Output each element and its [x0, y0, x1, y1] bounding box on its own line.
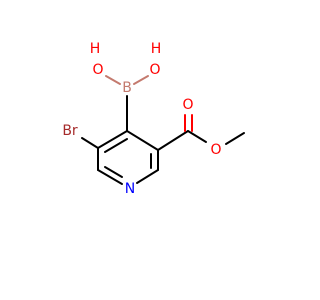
atom-boron: B	[122, 80, 132, 96]
bond-b-o-right	[133, 75, 149, 85]
bond-c6-carbonyl-c	[157, 130, 189, 151]
bond-carbonyl-c-o-single	[187, 130, 207, 143]
atom-bromine: Br	[62, 123, 78, 139]
bond-c4-c3-inner	[104, 138, 128, 153]
molecule-canvas: B H O H O Br N O O	[62, 41, 245, 197]
atom-ester-oxygen: O	[210, 142, 221, 158]
atom-labels: B H O H O Br N O O	[62, 41, 221, 197]
atom-carbonyl-oxygen: O	[182, 97, 193, 113]
bond-c2-n-inner	[104, 166, 123, 178]
atom-hydroxyl-left-o: O	[92, 62, 103, 78]
ester-bonds	[157, 114, 245, 151]
bond-c2-n	[97, 169, 123, 185]
bond-n-c6	[136, 169, 159, 184]
molecule-structure: B H O H O Br N O O	[62, 41, 245, 197]
bond-c4-c3	[97, 130, 128, 149]
atom-hydroxyl-right-o: O	[149, 62, 160, 78]
atom-hydroxyl-left-h: H	[90, 41, 101, 57]
bond-o-methyl	[225, 132, 245, 145]
pyridine-ring-bonds	[97, 130, 159, 185]
atom-nitrogen: N	[125, 181, 135, 197]
bond-b-o-left	[105, 75, 121, 85]
bond-c5-c4	[126, 130, 159, 151]
bond-c3-br	[81, 137, 99, 149]
boronic-acid-bonds	[105, 75, 149, 132]
atom-hydroxyl-right-h: H	[151, 41, 162, 57]
